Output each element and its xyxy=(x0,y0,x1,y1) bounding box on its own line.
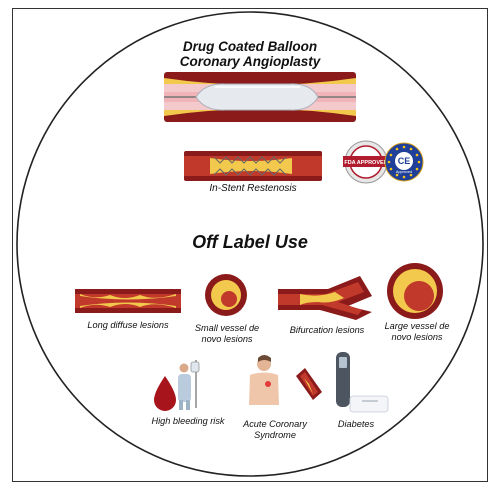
small-vessel-label-2: novo lesions xyxy=(201,334,253,344)
large-vessel-illustration xyxy=(387,263,443,319)
diabetes-label: Diabetes xyxy=(337,419,375,429)
large-vessel-label-2: novo lesions xyxy=(391,332,443,342)
isr-label: In-Stent Restenosis xyxy=(209,183,297,194)
dcb-balloon-illustration xyxy=(164,72,356,122)
fda-badge-text: FDA APPROVED xyxy=(344,160,387,166)
ce-badge-text: CE xyxy=(398,156,411,166)
ce-approved-badge: CE Approved xyxy=(384,142,424,182)
bifurcation-label: Bifurcation lesions xyxy=(289,325,365,335)
small-vessel-illustration xyxy=(205,274,247,316)
off-label-heading: Off Label Use xyxy=(192,232,308,252)
figure-frame xyxy=(12,8,488,482)
long-diffuse-label: Long diffuse lesions xyxy=(87,320,169,330)
blood-drop-icon xyxy=(154,376,176,411)
high-bleeding-risk-illustration xyxy=(154,360,200,411)
long-diffuse-lesion-illustration xyxy=(75,289,181,313)
outer-circle xyxy=(16,11,484,477)
small-vessel-label-1: Small vessel de xyxy=(194,323,260,333)
acs-label-2: Syndrome xyxy=(254,430,296,440)
acs-illustration xyxy=(249,355,322,405)
isr-stent-illustration xyxy=(184,151,322,181)
ce-badge-subtext: Approved xyxy=(396,170,412,174)
bifurcation-lesion-illustration xyxy=(278,276,372,320)
title-line-2: Coronary Angioplasty xyxy=(179,54,321,69)
diabetes-illustration xyxy=(336,352,389,413)
bleeding-risk-label: High bleeding risk xyxy=(151,416,225,426)
fda-approved-badge: FDA APPROVED xyxy=(343,140,389,184)
large-vessel-label-1: Large vessel de xyxy=(384,321,450,331)
title-line-1: Drug Coated Balloon xyxy=(182,39,318,54)
acs-label-1: Acute Coronary xyxy=(243,419,307,429)
